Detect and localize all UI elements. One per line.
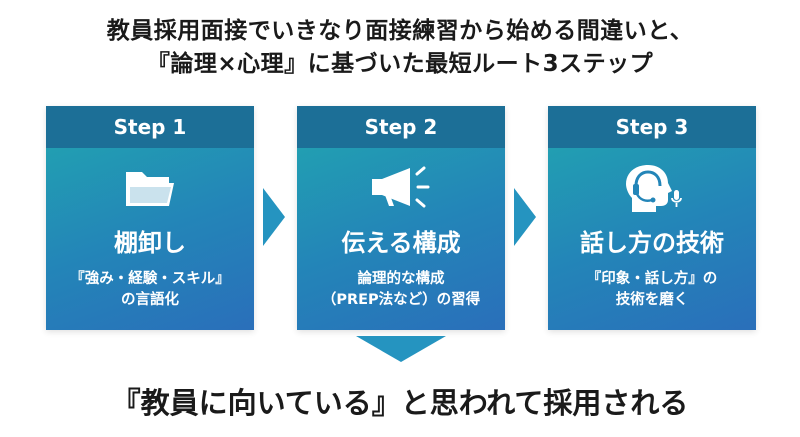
step-3-header: Step 3 xyxy=(548,106,756,148)
arrow-right-icon xyxy=(514,188,536,246)
step-2-description-line-2: （PREP法など）の習得 xyxy=(321,292,481,308)
step-2-name: 伝える構成 xyxy=(341,229,461,257)
step-1-description-line-1: 『強み・経験・スキル』 xyxy=(70,271,230,287)
headset-person-icon xyxy=(548,164,756,212)
step-2-header: Step 2 xyxy=(297,106,505,148)
step-2-card: Step 2 伝える構成 論理的な構成 （PREP法など）の習得 xyxy=(297,106,505,330)
step-3-description-line-2: 技術を磨く xyxy=(615,292,689,308)
step-3-description: 『印象・話し方』の 技術を磨く xyxy=(548,269,756,311)
step-3-description-line-1: 『印象・話し方』の xyxy=(586,271,718,287)
page-title-line-2: 『論理×心理』に基づいた最短ルート3ステップ xyxy=(146,51,654,77)
arrow-right-icon xyxy=(263,188,285,246)
steps-row: Step 1 棚卸し 『強み・経験・スキル』 の言語化 Step 2 xyxy=(46,106,756,330)
arrow-down-icon xyxy=(356,336,446,362)
step-3-name: 話し方の技術 xyxy=(580,229,724,257)
page-title-line-1: 教員採用面接でいきなり面接練習から始める間違いと、 xyxy=(106,18,694,44)
step-3-card: Step 3 話し方の技術 『印象・話し方』の 技術を磨く xyxy=(548,106,756,330)
step-2-description: 論理的な構成 （PREP法など）の習得 xyxy=(297,269,505,311)
step-1-description-line-2: の言語化 xyxy=(121,292,179,308)
step-1-header: Step 1 xyxy=(46,106,254,148)
megaphone-icon xyxy=(297,164,505,212)
step-1-card: Step 1 棚卸し 『強み・経験・スキル』 の言語化 xyxy=(46,106,254,330)
conclusion-text: 『教員に向いている』と思われて採用される xyxy=(111,386,689,420)
step-1-description: 『強み・経験・スキル』 の言語化 xyxy=(46,269,254,311)
step-2-description-line-1: 論理的な構成 xyxy=(357,271,445,287)
folder-icon xyxy=(46,164,254,212)
step-1-name: 棚卸し xyxy=(114,229,186,257)
